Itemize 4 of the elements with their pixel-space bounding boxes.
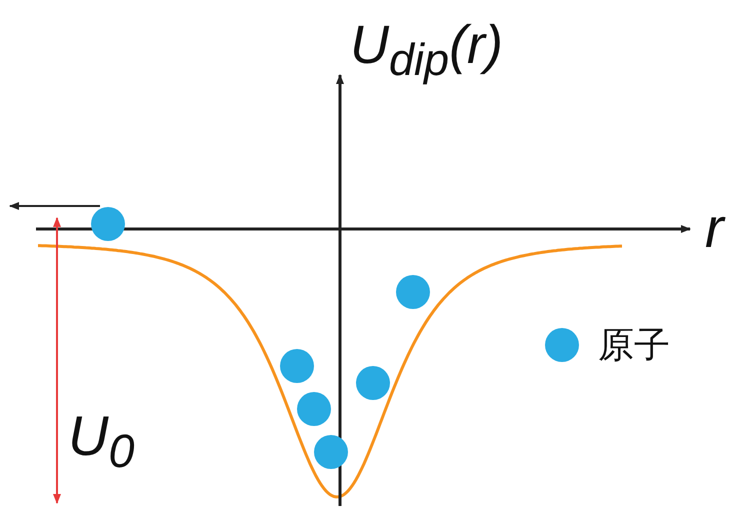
axis-label: U$_{dip}$(r) — [350, 18, 504, 82]
dimension-label: U$_{0}$ — [68, 408, 134, 475]
axis-label: r — [705, 200, 724, 256]
legend-label: 原子 — [598, 327, 670, 363]
